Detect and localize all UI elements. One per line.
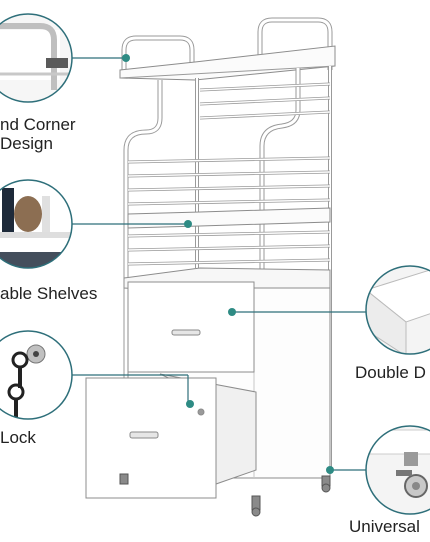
cabinet — [85, 17, 336, 517]
middle-shelf — [127, 207, 331, 229]
drawer-lock — [197, 408, 205, 416]
callout-double-drawers — [228, 265, 430, 355]
upper-drawer — [127, 281, 255, 373]
upper-drawer-handle — [171, 329, 201, 336]
label-lock: Lock — [0, 428, 36, 447]
callout-adjustable-shelves — [0, 179, 192, 269]
callout-lock — [0, 330, 194, 420]
lower-drawer-handle — [129, 431, 159, 439]
label-round-corner-line2: Design — [0, 134, 53, 153]
callout-round-corner — [0, 13, 130, 103]
label-adjustable-shelves: able Shelves — [0, 284, 98, 303]
label-universal-wheels: Universal — [349, 517, 420, 536]
wheels — [119, 473, 331, 517]
top-shelf — [119, 45, 336, 81]
label-double-drawers: Double D — [355, 363, 426, 382]
label-round-corner-line1: nd Corner — [0, 115, 76, 134]
callout-universal-wheels — [326, 425, 430, 515]
